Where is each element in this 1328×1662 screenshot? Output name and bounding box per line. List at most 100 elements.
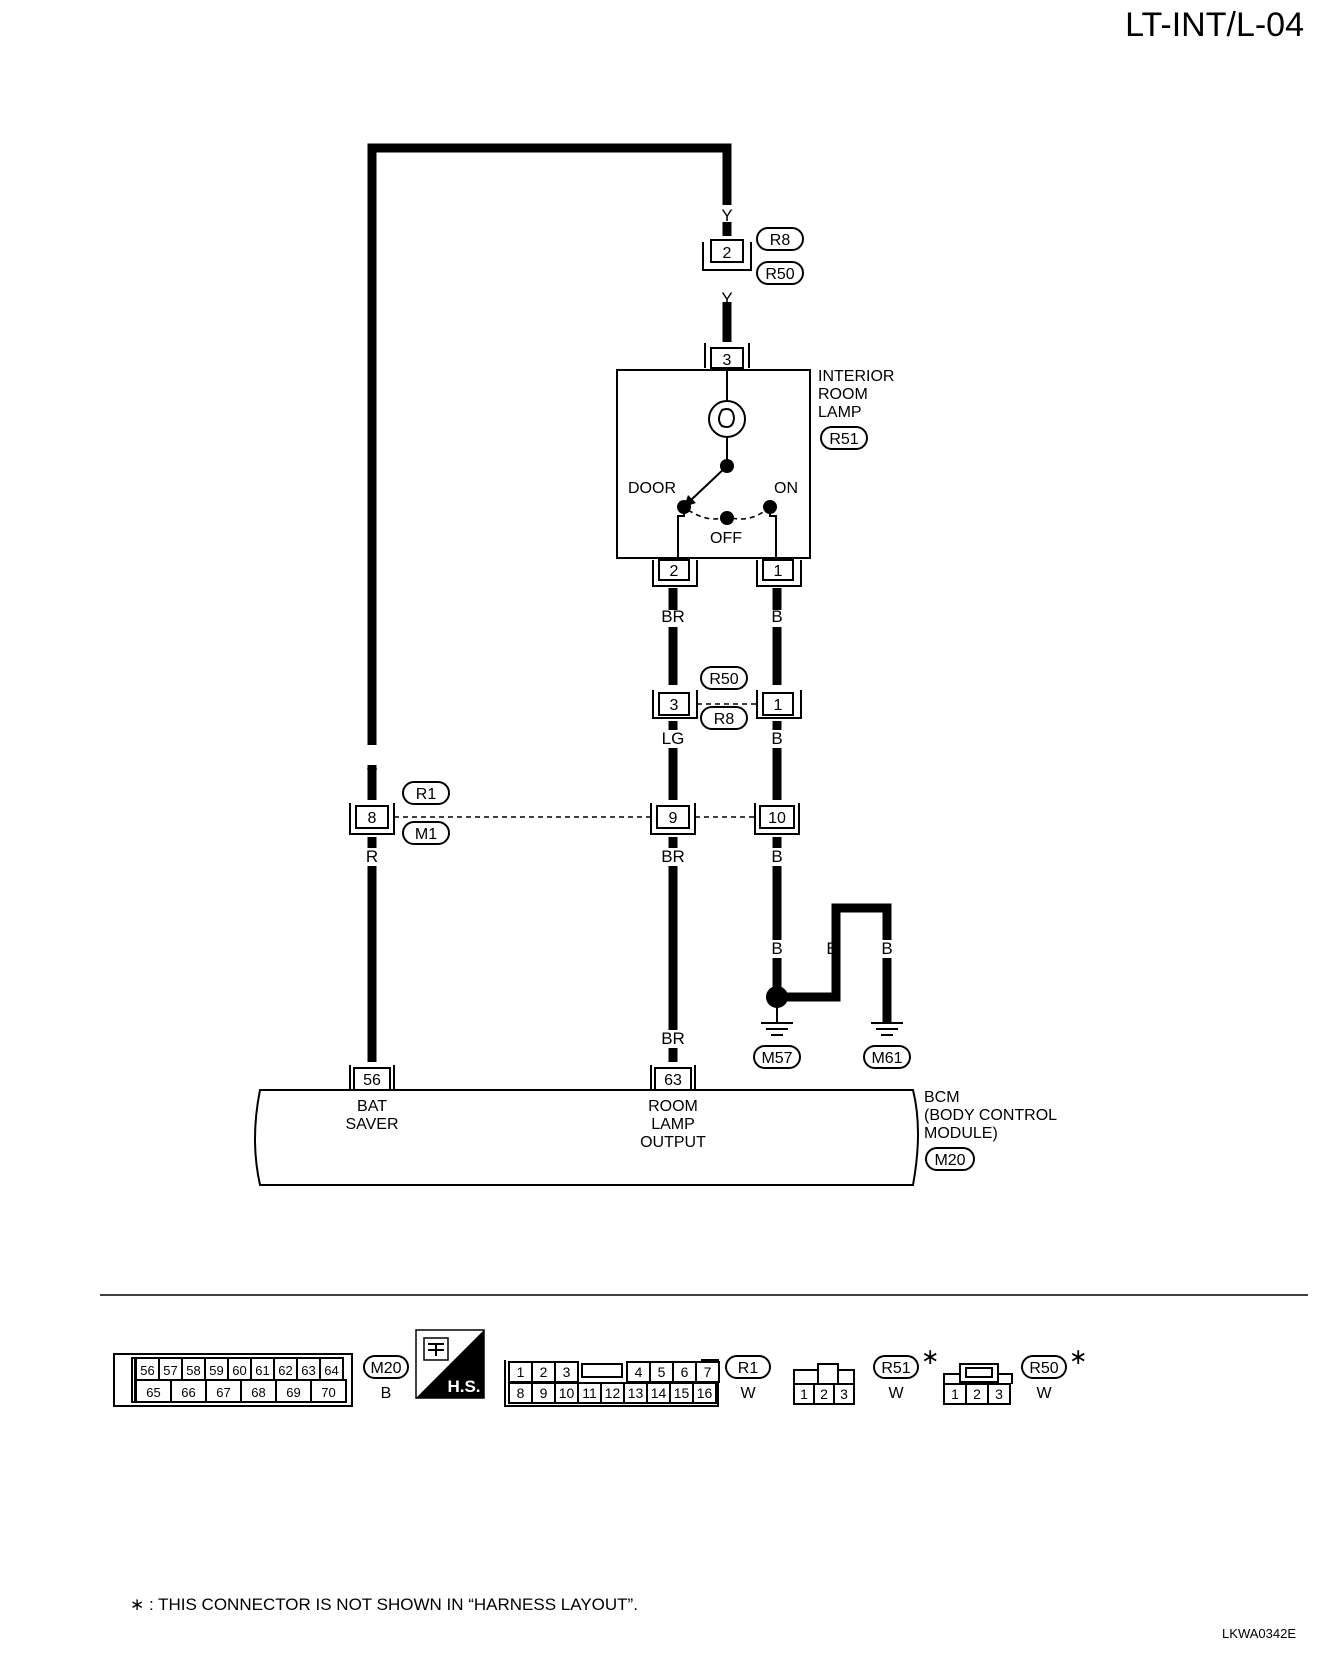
pin-number: 3 (670, 697, 679, 714)
wire-color-label: Y (721, 289, 732, 308)
hs-badge: H.S. (415, 1329, 485, 1399)
legend-pin-number: 7 (704, 1364, 712, 1380)
ground-id: M61 (871, 1050, 902, 1067)
lamp-connector-bracket (704, 343, 750, 368)
legend-pin-number: 15 (674, 1385, 690, 1401)
bcm-pin-label: BAT (357, 1098, 387, 1115)
connector-id-badge (925, 1147, 975, 1171)
connector-id: R1 (416, 786, 437, 803)
switch-arm (690, 465, 728, 501)
legend-pin-number: 12 (605, 1385, 621, 1401)
lamp-housing (616, 369, 811, 559)
legend-pin-number: 65 (146, 1385, 160, 1400)
legend-pin-number: 66 (181, 1385, 195, 1400)
pin-number: 1 (774, 697, 783, 714)
legend-connector-id: R51 (881, 1360, 910, 1377)
legend-pin-number: 3 (563, 1364, 571, 1380)
interior-room-lamp: 3 DOOR ON OFF INTERIOR ROOM LAMP R51 2 1 (616, 343, 894, 587)
wire-color-label: BR (661, 847, 685, 866)
switch-on-label: ON (774, 480, 798, 497)
legend-pin-cell (692, 1382, 717, 1404)
legend-pin-number: 11 (582, 1385, 597, 1401)
pin-number: 63 (664, 1072, 682, 1089)
legend-connector-id: R1 (738, 1360, 759, 1377)
connector-id: R50 (709, 671, 738, 688)
legend-pin-cell (987, 1383, 1011, 1405)
legend-pin-number: 70 (321, 1385, 335, 1400)
legend-pin-cell (310, 1379, 347, 1403)
pin-number: 8 (368, 810, 377, 827)
legend-pin-number: 2 (540, 1364, 548, 1380)
legend-pin-number: 59 (209, 1363, 223, 1378)
connector-id-badge (700, 706, 748, 730)
legend-pin-number: 64 (324, 1363, 338, 1378)
connector-id-badge (873, 1355, 919, 1379)
splice-point (766, 986, 788, 1008)
connector-id-badge (402, 821, 450, 845)
wire-color-label: B (771, 939, 782, 958)
legend-pin-number: 1 (517, 1364, 525, 1380)
pin-number: 2 (670, 563, 679, 580)
wire-color-label: B (881, 939, 892, 958)
legend-pin-number: 5 (658, 1364, 666, 1380)
connector-id-badge (820, 426, 868, 450)
wire-color-label: B (826, 939, 837, 958)
ground-circuit: M57 M61 (753, 986, 911, 1069)
bcm-name: (BODY CONTROL (924, 1107, 1057, 1124)
bulb-filament (718, 408, 736, 428)
connector-id: R8 (714, 711, 735, 728)
legend-pin-number: 3 (840, 1386, 848, 1402)
connector-id-badge (725, 1355, 771, 1379)
connector-id: R50 (765, 266, 794, 283)
connector-id-badge (753, 1045, 801, 1069)
legend-pin-number: 16 (697, 1385, 713, 1401)
legend-pin-number: 1 (951, 1386, 959, 1402)
bcm-name: MODULE) (924, 1125, 998, 1142)
legend-star: ∗ (1069, 1344, 1087, 1369)
connector-id: R8 (770, 232, 791, 249)
legend-pin-number: 14 (651, 1385, 667, 1401)
legend-pin-number: 1 (800, 1386, 808, 1402)
connector-r1-m1: 8 9 10 R1 M1 (349, 781, 800, 845)
bcm-pin-label: LAMP (651, 1116, 695, 1133)
switch-leads (677, 507, 777, 558)
wires (367, 143, 892, 1062)
connector-id: M20 (934, 1152, 965, 1169)
connector-id: R51 (829, 431, 858, 448)
wire-color-label: BR (661, 1029, 685, 1048)
ground-icon (761, 1022, 793, 1036)
switch-door-label: DOOR (628, 480, 676, 497)
bcm-outline (254, 1089, 919, 1186)
legend-connector-color: B (381, 1385, 392, 1402)
legend-pin-number: 9 (540, 1385, 548, 1401)
diagram-code: LKWA0342E (1222, 1626, 1296, 1641)
legend-pin-number: 3 (995, 1386, 1003, 1402)
legend-pin-number: 57 (163, 1363, 177, 1378)
connector-id: M1 (415, 826, 437, 843)
bcm-name: BCM (924, 1089, 960, 1106)
legend-pin-number: 4 (635, 1364, 643, 1380)
page-title: LT-INT/L-04 (1125, 6, 1304, 44)
footnote: ∗ : THIS CONNECTOR IS NOT SHOWN IN “HARN… (130, 1595, 638, 1614)
bcm-pin-label: SAVER (345, 1116, 398, 1133)
connector-id-badge (363, 1355, 409, 1379)
legend-pin-number: 63 (301, 1363, 315, 1378)
legend-pin-number: 8 (517, 1385, 525, 1401)
pin-number: 3 (723, 352, 732, 369)
legend-pin-number: 61 (255, 1363, 269, 1378)
connector-id-badge (402, 781, 450, 805)
wire-y-top-loop (367, 143, 732, 745)
switch-off-label: OFF (710, 530, 742, 547)
bcm-pin-label: OUTPUT (640, 1134, 706, 1151)
hs-label: H.S. (447, 1377, 480, 1396)
legend-pin-number: 60 (232, 1363, 246, 1378)
legend-pin-number: 68 (251, 1385, 265, 1400)
connector-id-badge (1021, 1355, 1067, 1379)
legend-connector-color: W (888, 1385, 904, 1402)
lamp-name: LAMP (818, 404, 862, 421)
wire-color-label: Y (366, 765, 377, 784)
